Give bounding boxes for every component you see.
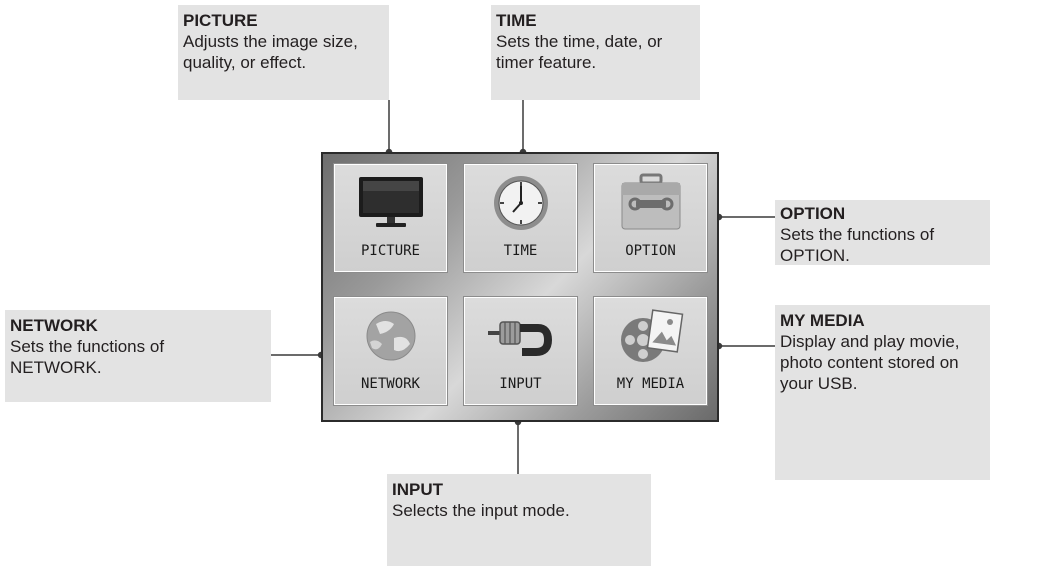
menu-tile-time[interactable]: TIME: [463, 163, 578, 273]
menu-tile-label: INPUT: [499, 376, 542, 392]
tv-icon: [358, 177, 423, 227]
time-callout-line-1: Sets the time, date, or: [496, 32, 663, 51]
network-callout-title: NETWORK: [10, 316, 98, 335]
input-callout-title: INPUT: [392, 480, 443, 499]
menu-tile-network[interactable]: NETWORK: [333, 296, 448, 406]
option-callout-line-2: OPTION.: [780, 246, 850, 265]
menu-tile-option[interactable]: OPTION: [593, 163, 708, 273]
option-callout: OPTION Sets the functions of OPTION.: [775, 200, 990, 265]
my-media-callout: MY MEDIA Display and play movie, photo c…: [775, 305, 990, 480]
network-callout: NETWORK Sets the functions of NETWORK.: [5, 310, 271, 402]
time-callout-title: TIME: [496, 11, 537, 30]
plug-icon: [487, 321, 552, 356]
my-media-callout-title: MY MEDIA: [780, 311, 865, 330]
time-callout-line-2: timer feature.: [496, 53, 597, 72]
my-media-callout-line-2: photo content stored on: [780, 353, 959, 372]
picture-callout-line-1: Adjusts the image size,: [183, 32, 358, 51]
network-callout-line-2: NETWORK.: [10, 358, 102, 377]
home-menu-panel: PICTURE TIME OPTION: [321, 152, 719, 422]
picture-callout: PICTURE Adjusts the image size, quality,…: [178, 5, 389, 100]
menu-tile-input[interactable]: INPUT: [463, 296, 578, 406]
network-callout-line-1: Sets the functions of: [10, 337, 165, 356]
input-callout-line-1: Selects the input mode.: [392, 501, 570, 520]
menu-tile-label: MY MEDIA: [616, 376, 685, 392]
menu-tile-my-media[interactable]: MY MEDIA: [593, 296, 708, 406]
option-callout-title: OPTION: [780, 204, 846, 223]
input-callout: INPUT Selects the input mode.: [387, 474, 651, 566]
my-media-callout-line-3: your USB.: [780, 374, 858, 393]
toolbox-icon: [621, 173, 680, 230]
menu-tile-label: NETWORK: [360, 376, 420, 392]
menu-tile-picture[interactable]: PICTURE: [333, 163, 448, 273]
clock-icon: [493, 176, 548, 230]
option-callout-line-1: Sets the functions of: [780, 225, 935, 244]
globe-icon: [366, 311, 415, 361]
picture-callout-line-2: quality, or effect.: [183, 53, 307, 72]
menu-tile-label: OPTION: [625, 243, 676, 259]
time-callout: TIME Sets the time, date, or timer featu…: [491, 5, 700, 100]
menu-tile-label: PICTURE: [360, 243, 420, 259]
picture-callout-title: PICTURE: [183, 11, 258, 30]
menu-tile-label: TIME: [503, 243, 538, 259]
my-media-callout-line-1: Display and play movie,: [780, 332, 960, 351]
film-reel-icon: [620, 309, 683, 362]
